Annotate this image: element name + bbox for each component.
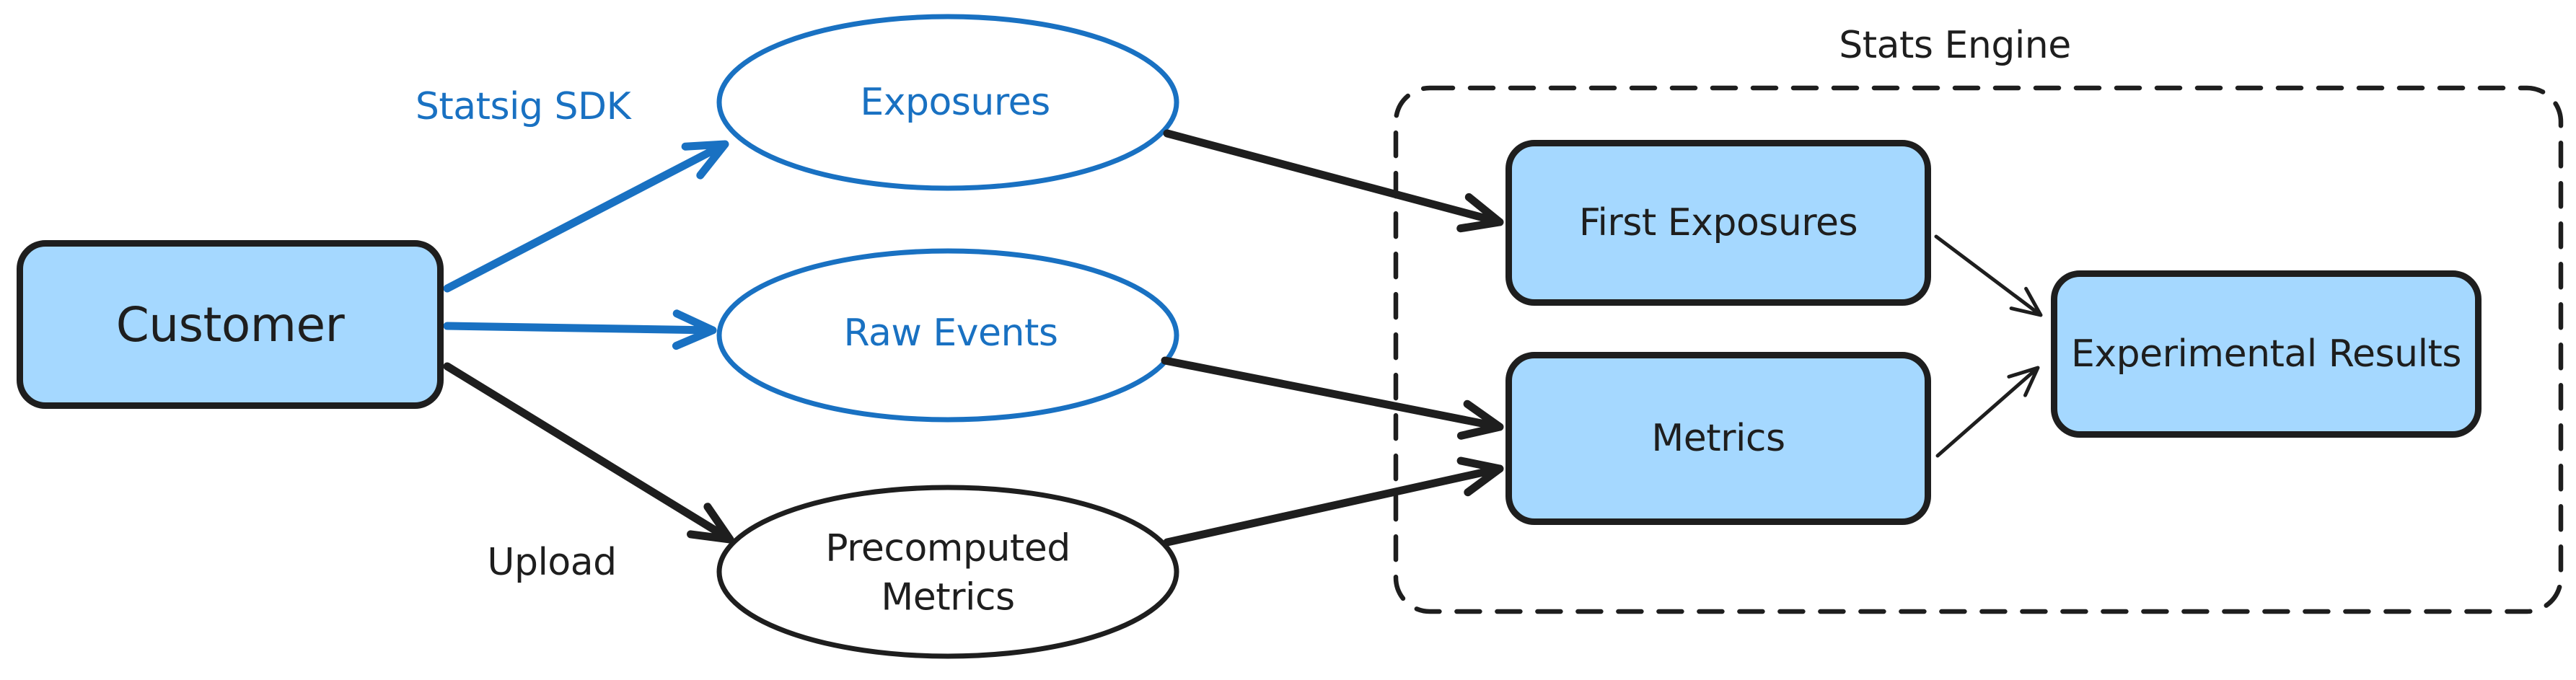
- node-customer: Customer: [17, 240, 444, 409]
- edge-first_exposures-experimental-arrow: [1934, 234, 2043, 317]
- node-raw-events-label: Raw Events: [843, 312, 1058, 355]
- node-experimental-results: Experimental Results: [2051, 270, 2482, 438]
- edge-customer-exposures-arrow: [443, 140, 729, 293]
- exposures-ellipse: [716, 14, 1179, 191]
- node-precomputed-metrics-label: Precomputed Metrics: [825, 526, 1071, 619]
- edge-label-statsig-sdk: Statsig SDK: [415, 85, 631, 128]
- node-customer-label: Customer: [115, 296, 345, 353]
- stats-engine-boundary: [1393, 85, 2564, 614]
- node-metrics-label: Metrics: [1651, 417, 1785, 460]
- edge-metrics-experimental-arrow: [1935, 366, 2040, 458]
- edge-customer-precomputed-arrow: [443, 362, 734, 544]
- node-first-exposures: First Exposures: [1505, 140, 1931, 306]
- node-exposures-label: Exposures: [860, 81, 1050, 124]
- edges-layer: [443, 129, 2043, 547]
- node-metrics: Metrics: [1505, 352, 1931, 525]
- edge-exposures-first_exposures-arrow: [1163, 129, 1504, 233]
- edge-precomputed-metrics-arrow: [1163, 456, 1504, 547]
- edge-label-upload: Upload: [487, 541, 617, 584]
- edge-raw_events-metrics-arrow: [1161, 356, 1504, 440]
- node-experimental-results-label: Experimental Results: [2070, 332, 2462, 376]
- precomputed-metrics-ellipse: [716, 485, 1179, 659]
- stats-engine-title: Stats Engine: [1839, 24, 2071, 67]
- raw-events-ellipse: [716, 248, 1179, 423]
- node-first-exposures-label: First Exposures: [1578, 201, 1858, 244]
- edge-customer-raw_events-arrow: [443, 309, 717, 350]
